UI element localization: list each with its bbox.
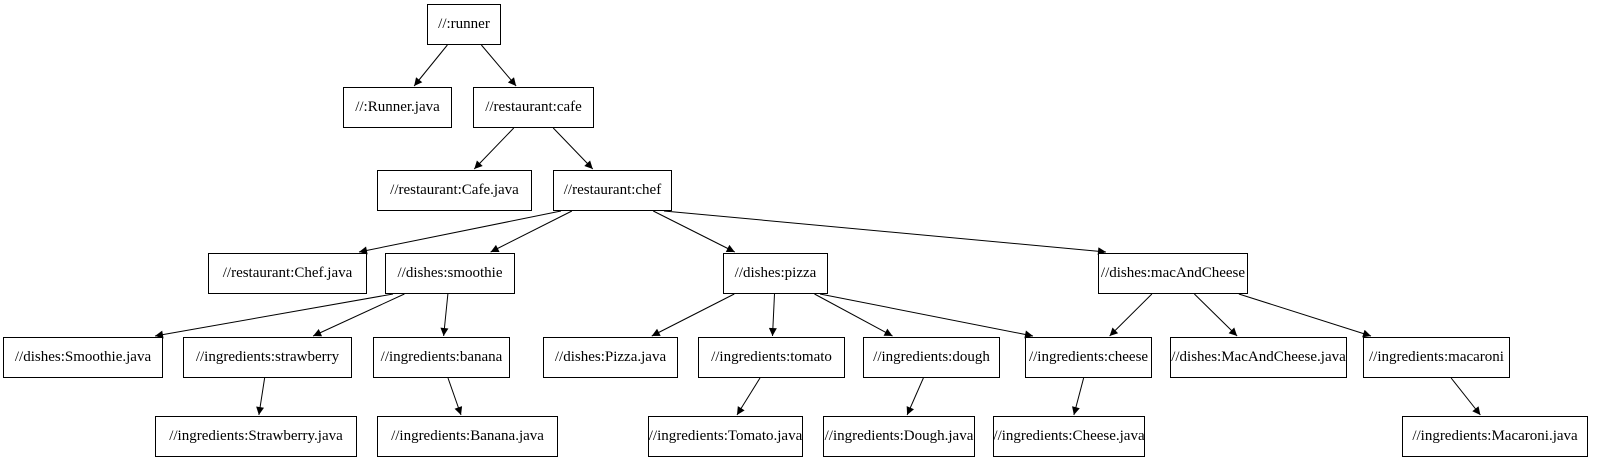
graph-node-label: //ingredients:macaroni: [1369, 349, 1504, 365]
graph-node-runner_java: //:Runner.java: [343, 87, 452, 128]
graph-edge-strawberry-to-strawberry_java: [256, 377, 266, 416]
graph-node-dough_java: //ingredients:Dough.java: [823, 416, 975, 457]
graph-node-macaroni: //ingredients:macaroni: [1363, 337, 1510, 378]
graph-node-cafe: //restaurant:cafe: [473, 87, 594, 128]
graph-node-label: //ingredients:cheese: [1028, 349, 1149, 365]
graph-node-pizza_java: //dishes:Pizza.java: [543, 337, 678, 378]
graph-node-label: //dishes:smoothie: [397, 265, 503, 281]
graph-edge-pizza-to-dough: [814, 293, 893, 337]
graph-node-smoothie_java: //dishes:Smoothie.java: [3, 337, 163, 378]
graph-node-label: //dishes:MacAndCheese.java: [1171, 349, 1346, 365]
graph-node-label: //ingredients:strawberry: [195, 349, 340, 365]
graph-node-runner: //:runner: [427, 4, 501, 45]
graph-edge-tomato-to-tomato_java: [736, 377, 761, 416]
graph-node-mac_and_cheese_java: //dishes:MacAndCheese.java: [1170, 337, 1347, 378]
graph-node-chef: //restaurant:chef: [553, 170, 672, 211]
graph-node-label: //ingredients:Tomato.java: [648, 428, 803, 444]
graph-node-mac_and_cheese: //dishes:macAndCheese: [1098, 253, 1248, 294]
graph-edge-runner-to-runner_java: [413, 44, 448, 87]
graph-edge-cafe-to-cafe_java: [473, 127, 515, 170]
graph-node-label: //:Runner.java: [355, 99, 440, 115]
graph-edge-pizza-to-tomato: [768, 293, 777, 337]
graph-node-label: //dishes:pizza: [734, 265, 817, 281]
graph-node-pizza: //dishes:pizza: [723, 253, 828, 294]
graph-node-label: //ingredients:banana: [380, 349, 503, 365]
graph-edge-mac_and_cheese-to-mac_and_cheese_java: [1194, 293, 1238, 337]
graph-node-label: //ingredients:Strawberry.java: [169, 428, 343, 444]
graph-edge-smoothie-to-strawberry: [312, 293, 405, 337]
graph-node-cheese: //ingredients:cheese: [1025, 337, 1152, 378]
graph-node-strawberry: //ingredients:strawberry: [183, 337, 352, 378]
graph-node-label: //dishes:Smoothie.java: [14, 349, 152, 365]
graph-node-label: //ingredients:Cheese.java: [993, 428, 1145, 444]
graph-edge-mac_and_cheese-to-macaroni: [1238, 293, 1372, 338]
graph-edge-pizza-to-pizza_java: [651, 293, 735, 337]
graph-node-label: //ingredients:Macaroni.java: [1412, 428, 1578, 444]
graph-node-dough: //ingredients:dough: [863, 337, 1000, 378]
graph-node-label: //ingredients:Dough.java: [824, 428, 974, 444]
graph-node-tomato: //ingredients:tomato: [698, 337, 845, 378]
graph-node-banana: //ingredients:banana: [373, 337, 510, 378]
graph-node-label: //ingredients:dough: [873, 349, 990, 365]
graph-node-cheese_java: //ingredients:Cheese.java: [993, 416, 1145, 457]
graph-edge-cheese-to-cheese_java: [1072, 377, 1085, 416]
graph-node-label: //:runner: [438, 16, 490, 32]
graph-node-tomato_java: //ingredients:Tomato.java: [648, 416, 803, 457]
graph-edge-banana-to-banana_java: [447, 377, 463, 416]
graph-edge-cafe-to-chef: [552, 127, 594, 170]
graph-edge-macaroni-to-macaroni_java: [1450, 377, 1481, 416]
graph-edge-dough-to-dough_java: [906, 377, 924, 416]
graph-node-label: //restaurant:chef: [563, 182, 662, 198]
graph-node-label: //restaurant:cafe: [485, 99, 582, 115]
graph-node-label: //restaurant:Cafe.java: [390, 182, 519, 198]
graph-edge-chef-to-smoothie: [490, 210, 573, 253]
graph-node-smoothie: //dishes:smoothie: [385, 253, 515, 294]
graph-node-label: //ingredients:Banana.java: [391, 428, 544, 444]
graph-edge-pizza-to-cheese: [819, 293, 1034, 339]
graph-edge-runner-to-cafe: [480, 44, 517, 87]
graph-edge-chef-to-pizza: [653, 210, 735, 253]
graph-edge-smoothie-to-smoothie_java: [154, 293, 394, 339]
graph-node-macaroni_java: //ingredients:Macaroni.java: [1402, 416, 1588, 457]
graph-node-label: //ingredients:tomato: [711, 349, 832, 365]
graph-edge-smoothie-to-banana: [440, 293, 449, 337]
graph-node-banana_java: //ingredients:Banana.java: [377, 416, 558, 457]
graph-node-chef_java: //restaurant:Chef.java: [208, 253, 367, 294]
graph-node-strawberry_java: //ingredients:Strawberry.java: [155, 416, 357, 457]
graph-node-label: //restaurant:Chef.java: [222, 265, 353, 281]
graph-edge-mac_and_cheese-to-cheese: [1109, 293, 1153, 337]
graph-node-cafe_java: //restaurant:Cafe.java: [377, 170, 532, 211]
graph-node-label: //dishes:macAndCheese: [1100, 265, 1246, 281]
graph-node-label: //dishes:Pizza.java: [554, 349, 667, 365]
graph-edge-chef-to-chef_java: [358, 210, 562, 255]
graph-edge-chef-to-mac_and_cheese: [663, 210, 1107, 256]
